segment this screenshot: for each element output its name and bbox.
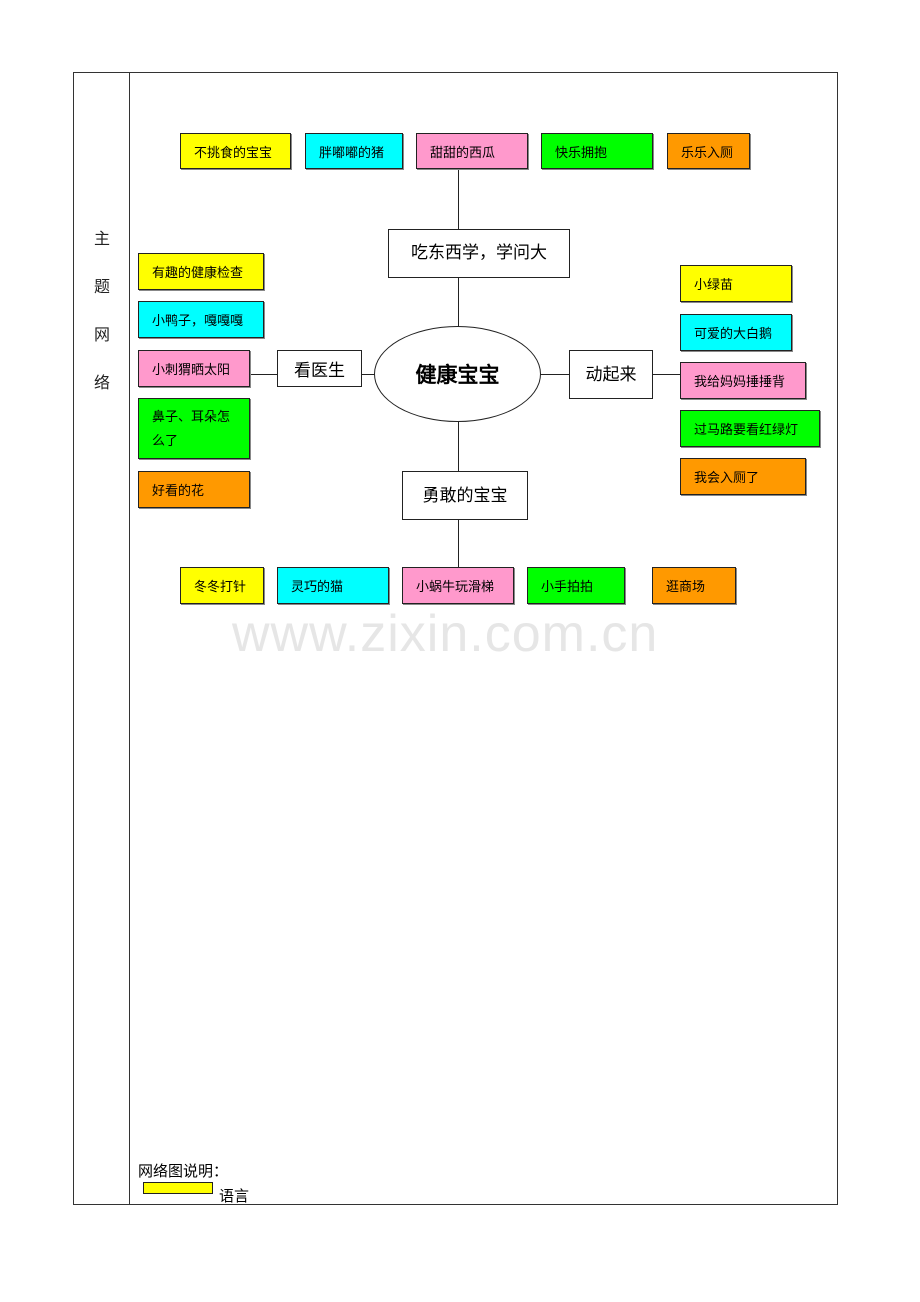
bottom-item: 冬冬打针	[180, 567, 264, 604]
connector-right-items	[652, 374, 681, 375]
side-label-char: 络	[93, 373, 110, 392]
central-topic: 健康宝宝	[374, 326, 541, 422]
bottom-item: 灵巧的猫	[277, 567, 389, 604]
side-label-char: 主	[93, 229, 110, 248]
left-item: 好看的花	[138, 471, 250, 508]
right-item: 可爱的大白鹅	[680, 314, 792, 351]
bottom-item: 逛商场	[652, 567, 736, 604]
connector-bottom-items	[458, 519, 459, 568]
side-label: 主 题 网 络	[88, 215, 116, 407]
top-item: 快乐拥抱	[541, 133, 653, 169]
connector-left-center	[361, 374, 375, 375]
left-item: 小鸭子，嘎嘎嘎	[138, 301, 264, 338]
bottom-item: 小蜗牛玩滑梯	[402, 567, 514, 604]
legend-swatch-yellow	[143, 1182, 213, 1194]
connector-left-items	[249, 374, 277, 375]
side-label-char: 题	[93, 277, 110, 296]
table-frame	[73, 72, 838, 1205]
column-divider	[129, 72, 130, 1205]
top-item: 不挑食的宝宝	[180, 133, 291, 169]
left-item: 鼻子、耳朵怎么了	[138, 398, 250, 459]
left-item: 有趣的健康检查	[138, 253, 264, 290]
connector-top-items	[458, 169, 459, 229]
right-item: 过马路要看红绿灯	[680, 410, 820, 447]
right-item: 我会入厕了	[680, 458, 806, 495]
connector-right-center	[540, 374, 570, 375]
connector-top-center	[458, 277, 459, 327]
branch-top: 吃东西学，学问大	[388, 229, 570, 278]
legend-title: 网络图说明：	[138, 1162, 229, 1180]
side-label-char: 网	[93, 325, 110, 344]
left-item: 小刺猬晒太阳	[138, 350, 250, 387]
legend-label: 语言	[219, 1187, 250, 1205]
branch-right: 动起来	[569, 350, 653, 399]
branch-left: 看医生	[277, 350, 362, 387]
top-item: 乐乐入厕	[667, 133, 750, 169]
watermark: www.zixin.com.cn	[232, 605, 659, 663]
top-item: 甜甜的西瓜	[416, 133, 528, 169]
connector-bottom-center	[458, 421, 459, 471]
top-item: 胖嘟嘟的猪	[305, 133, 403, 169]
bottom-item: 小手拍拍	[527, 567, 625, 604]
right-item: 我给妈妈捶捶背	[680, 362, 806, 399]
right-item: 小绿苗	[680, 265, 792, 302]
branch-bottom: 勇敢的宝宝	[402, 471, 528, 520]
